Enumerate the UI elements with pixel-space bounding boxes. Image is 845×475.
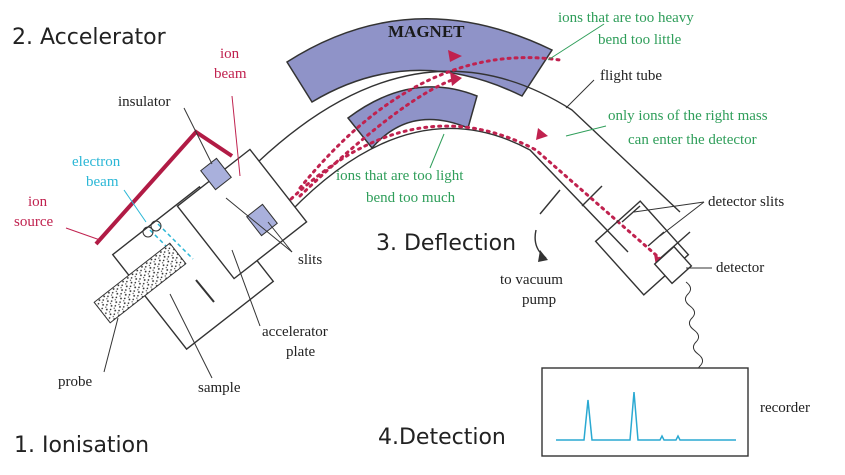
leader-detector-slits-2: [659, 201, 705, 237]
label-slits: slits: [298, 252, 322, 268]
leader-slits-2: [267, 221, 293, 253]
stage-deflection: 3. Deflection: [376, 231, 516, 256]
stage-detection: 4.Detection: [378, 425, 506, 450]
leader-flight-tube: [565, 79, 595, 109]
leader-electron-beam: [123, 189, 147, 223]
label-vacuum-pump-2: pump: [522, 292, 556, 308]
vacuum-pump-stub: [539, 189, 561, 215]
tube-opening: [581, 185, 603, 207]
leader-too-heavy: [547, 23, 605, 61]
label-probe: probe: [58, 374, 92, 390]
label-insulator: insulator: [118, 94, 171, 110]
label-ion-beam-1: ion: [220, 46, 240, 62]
stage-ionisation: 1. Ionisation: [14, 433, 149, 458]
detector-box: [653, 245, 693, 285]
note-too-heavy-2: bend too little: [598, 32, 682, 48]
leader-too-light: [429, 133, 445, 169]
main-arrowhead: [536, 128, 548, 140]
note-too-light-2: bend too much: [366, 190, 456, 206]
note-too-heavy-1: ions that are too heavy: [558, 10, 694, 26]
label-recorder: recorder: [760, 400, 810, 416]
label-electron-beam-1: electron: [72, 154, 121, 170]
leader-insulator: [183, 107, 213, 165]
detector-slit-1: [621, 205, 641, 223]
leader-ion-beam: [231, 95, 241, 177]
leader-right-mass: [565, 125, 607, 137]
label-ion-beam-2: beam: [214, 66, 247, 82]
label-sample: sample: [198, 380, 241, 396]
vacuum-arrowhead: [538, 250, 548, 262]
label-accelerator-plate-1: accelerator: [262, 324, 328, 340]
ion-path-main: [168, 124, 666, 284]
filament-coil-2: [150, 220, 162, 232]
magnet-bottom: [346, 86, 478, 150]
probe: [93, 242, 187, 324]
leader-sample: [169, 293, 213, 379]
label-vacuum-pump-1: to vacuum: [500, 272, 563, 288]
detector-cable: [684, 281, 704, 375]
magnet-top: [285, 18, 554, 104]
stage-accelerator: 2. Accelerator: [12, 25, 167, 50]
label-electron-beam-2: beam: [86, 174, 119, 190]
leader-slits-1: [225, 197, 293, 253]
sample-rod: [195, 279, 215, 303]
flight-tube-inner: [289, 127, 629, 253]
label-accelerator-plate-2: plate: [286, 344, 315, 360]
ion-path-heavy: [298, 56, 562, 190]
insulator-block-top: [200, 157, 232, 191]
recorder-trace: [556, 391, 736, 441]
label-detector-slits: detector slits: [708, 194, 784, 210]
magnet-label: MAGNET: [388, 22, 465, 41]
recorder-box: [541, 367, 749, 457]
insulator-block-bottom: [246, 203, 278, 237]
note-too-light-1: ions that are too light: [336, 168, 464, 184]
note-right-mass-2: can enter the detector: [628, 132, 757, 148]
filament-coil: [142, 226, 154, 238]
electron-beam-line-2: [157, 223, 194, 260]
heavy-arrowhead: [448, 50, 462, 62]
note-right-mass-1: only ions of the right mass: [608, 108, 768, 124]
leader-ion-source: [65, 227, 101, 241]
light-arrowhead: [450, 72, 462, 86]
leader-accelerator-plate: [231, 249, 261, 327]
leader-detector-slits-1: [633, 201, 705, 213]
leader-probe: [103, 317, 119, 373]
label-ion-source-2: source: [14, 214, 53, 230]
ion-path-light: [298, 78, 454, 198]
label-flight-tube: flight tube: [600, 68, 662, 84]
label-ion-source-1: ion: [28, 194, 48, 210]
label-detector: detector: [716, 260, 764, 276]
flight-tube-outer: [257, 70, 681, 213]
detector-slit-2: [647, 231, 665, 247]
